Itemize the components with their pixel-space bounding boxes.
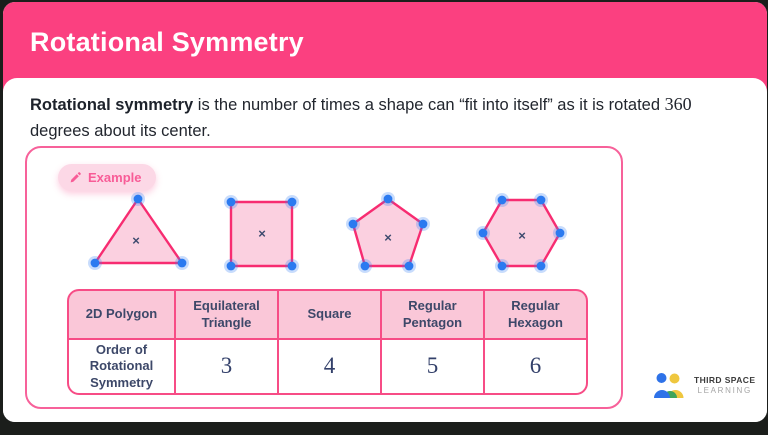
intro-text-2: degrees about its center.: [30, 122, 211, 140]
pentagon-outline: [351, 197, 425, 268]
vertex-dot: [287, 261, 297, 271]
table-header-2d-polygon: 2D Polygon: [69, 291, 174, 338]
vertex-dots: [476, 193, 567, 273]
intro-paragraph: Rotational symmetry is the number of tim…: [30, 91, 746, 144]
content-sheet: Rotational Symmetry Rotational symmetry …: [3, 2, 767, 422]
vertex-dot: [404, 261, 414, 271]
vertex-dot: [90, 258, 100, 268]
vertex-dot: [383, 194, 393, 204]
vertex-dot: [360, 261, 370, 271]
center-mark: ×: [384, 230, 392, 245]
vertex-dot: [478, 228, 488, 238]
table-value-triangle: 3: [176, 340, 277, 393]
table-header-regular-pentagon: Regular Pentagon: [382, 291, 483, 338]
logo-text: THIRD SPACE LEARNING: [694, 375, 755, 395]
pentagon-shape: ×: [346, 192, 430, 273]
vertex-dots: [224, 195, 299, 273]
vertex-dot: [497, 195, 507, 205]
vertex-dot: [226, 197, 236, 207]
vertex-dot: [555, 228, 565, 238]
vertex-dot: [418, 219, 428, 229]
intro-text-1: is the number of times a shape can “fit …: [193, 96, 665, 114]
table-value-pentagon: 5: [382, 340, 483, 393]
table-header-equilateral-triangle: Equilateral Triangle: [176, 291, 277, 338]
vertex-dot: [536, 195, 546, 205]
vertex-dot: [348, 219, 358, 229]
table-row-label: Order of Rotational Symmetry: [69, 340, 174, 393]
vertex-dot: [226, 261, 236, 271]
third-space-learning-logo: THIRD SPACE LEARNING: [653, 370, 755, 400]
example-badge-label: Example: [88, 170, 142, 185]
vertex-dot: [133, 194, 143, 204]
table-header-regular-hexagon: Regular Hexagon: [485, 291, 586, 338]
logo-people-icon: [654, 373, 684, 398]
logo-line-2: LEARNING: [697, 386, 752, 395]
example-badge: Example: [58, 164, 157, 191]
center-mark: ×: [132, 233, 140, 248]
triangle-outline: [93, 197, 184, 265]
vertex-dots: [346, 192, 430, 273]
table-value-hexagon: 6: [485, 340, 586, 393]
triangle-shape: ×: [88, 192, 189, 270]
pencil-icon: [70, 172, 81, 183]
vertex-dot: [177, 258, 187, 268]
symmetry-table: 2D Polygon Equilateral Triangle Square R…: [67, 289, 588, 395]
vertex-dot: [497, 261, 507, 271]
center-mark: ×: [518, 228, 526, 243]
intro-bold-term: Rotational symmetry: [30, 96, 194, 114]
square-shape: ×: [224, 195, 299, 273]
hexagon-shape: ×: [476, 193, 567, 273]
page-title: Rotational Symmetry: [30, 27, 304, 57]
table-value-square: 4: [279, 340, 380, 393]
intro-number: 360: [664, 94, 692, 114]
center-mark: ×: [258, 226, 266, 241]
table-header-square: Square: [279, 291, 380, 338]
vertex-dot: [287, 197, 297, 207]
vertex-dot: [536, 261, 546, 271]
vertex-dots: [88, 192, 189, 270]
logo-line-1: THIRD SPACE: [694, 375, 756, 385]
